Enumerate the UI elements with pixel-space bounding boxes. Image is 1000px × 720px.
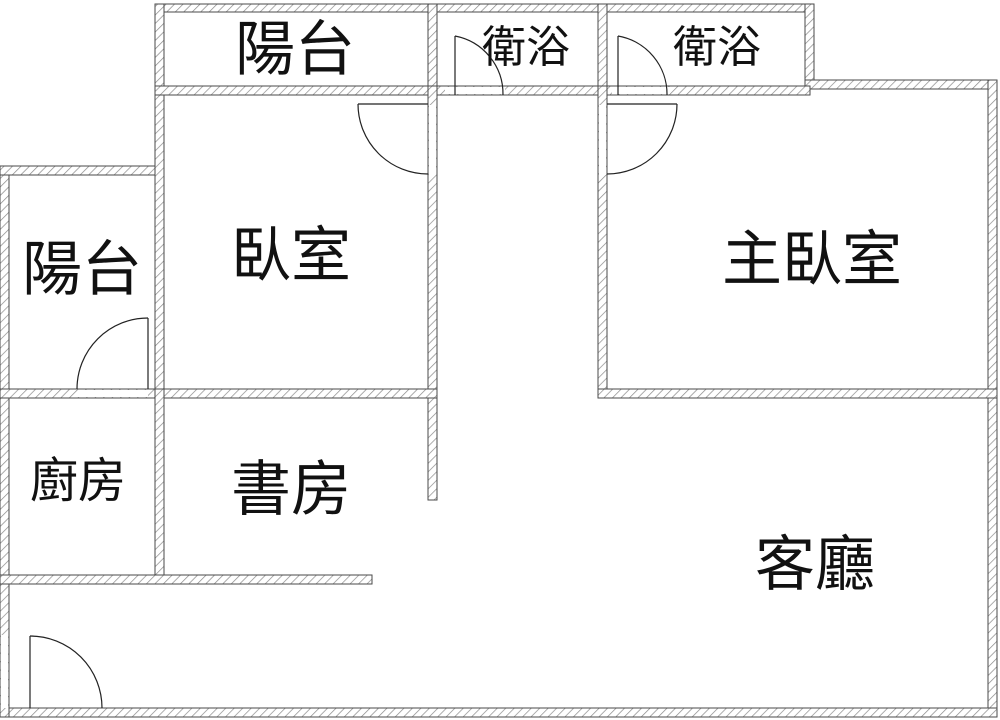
wall-bedroom-bottom xyxy=(154,388,438,399)
room-label-living-room: 客廳 xyxy=(755,530,875,600)
room-label-bedroom: 臥室 xyxy=(231,221,351,291)
master-bedroom-door[interactable] xyxy=(606,103,678,175)
wall-bottom xyxy=(0,707,998,718)
wall-bath1-left xyxy=(427,3,438,96)
wall-top-right xyxy=(804,79,997,90)
door-openings xyxy=(1,87,670,708)
wall-bedroom-right xyxy=(427,85,438,501)
entrance-door[interactable] xyxy=(29,635,103,709)
wall-kitchen-study-bottom xyxy=(0,574,373,585)
balcony-left-door[interactable] xyxy=(76,317,149,390)
room-label-kitchen: 廚房 xyxy=(29,453,127,509)
bath1-door[interactable] xyxy=(454,35,504,96)
bedroom-door[interactable] xyxy=(357,103,429,175)
room-label-study: 書房 xyxy=(231,455,351,525)
wall-left-top xyxy=(0,165,165,176)
wall-top-right-step xyxy=(804,3,815,89)
wall-kitchen-right xyxy=(154,388,165,585)
wall-left xyxy=(0,165,10,718)
wall-bath1-right xyxy=(597,3,608,96)
room-label-balcony-top: 陽台 xyxy=(235,15,355,85)
room-label-master-bedroom: 主臥室 xyxy=(722,225,902,295)
wall-master-bottom xyxy=(597,388,998,399)
walls xyxy=(0,3,998,718)
room-label-balcony-left: 陽台 xyxy=(22,235,142,305)
room-label-bath-2: 衛浴 xyxy=(673,22,761,73)
doors xyxy=(29,35,678,709)
wall-top-upper xyxy=(154,3,811,13)
bath2-door[interactable] xyxy=(617,35,668,96)
room-label-bath-1: 衛浴 xyxy=(482,22,570,73)
